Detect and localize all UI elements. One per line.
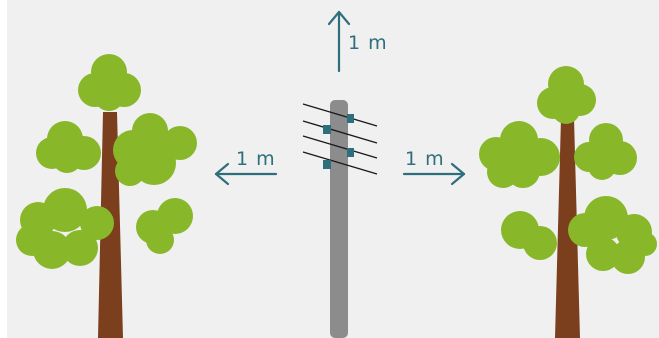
insulator-right-upper: [347, 114, 354, 123]
tree-right-icon: [479, 66, 657, 338]
tree-left-icon: [16, 54, 197, 338]
insulator-left-lower: [323, 160, 331, 169]
arrow-up-icon: [329, 12, 349, 71]
label-right-distance: 1 m: [405, 148, 445, 170]
insulator-right-lower: [347, 148, 354, 157]
label-left-distance: 1 m: [236, 148, 276, 170]
utility-pole-icon: [303, 100, 377, 338]
pole-shaft: [330, 100, 348, 338]
label-up-distance: 1 m: [348, 32, 388, 54]
insulator-left-upper: [323, 125, 331, 134]
